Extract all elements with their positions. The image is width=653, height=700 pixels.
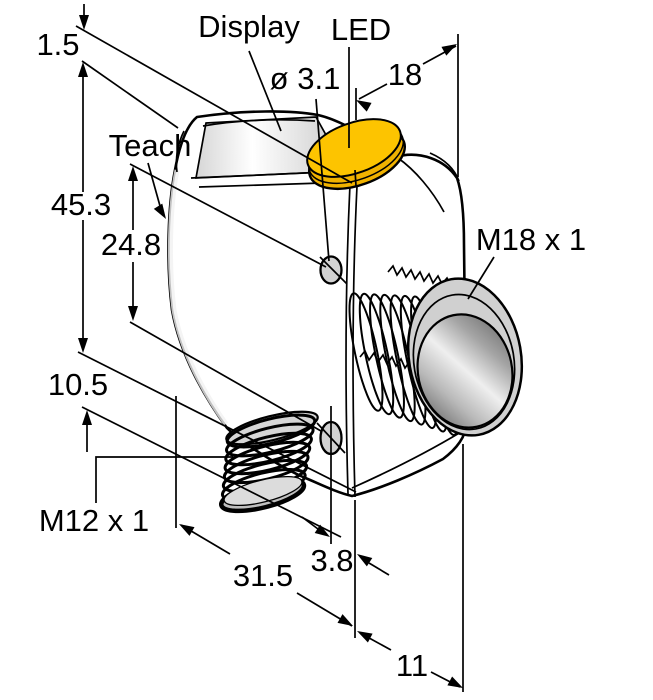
arrowhead bbox=[79, 15, 89, 30]
ext-line-housing-bottom bbox=[77, 351, 357, 493]
ext-line-18-left-b bbox=[354, 169, 357, 187]
ext-line-hole-lower bbox=[129, 321, 322, 432]
dim-31-5-label: 31.5 bbox=[233, 558, 293, 593]
arrowhead bbox=[337, 614, 353, 626]
arrowhead bbox=[153, 203, 166, 219]
arrowhead bbox=[447, 676, 463, 688]
corner-inner-arc bbox=[175, 130, 185, 173]
bottom-right-chamfer bbox=[351, 431, 462, 489]
dimension-lines bbox=[75, 4, 495, 692]
front-edge-chamfer bbox=[345, 183, 351, 495]
hole-diameter-label: ø 3.1 bbox=[270, 61, 341, 96]
ext-line-m12-tip bbox=[81, 406, 342, 538]
sensor-body bbox=[167, 110, 468, 498]
m18-thread-ring bbox=[348, 292, 384, 412]
shoulder-facet-line bbox=[397, 157, 445, 213]
top-face-back-rim bbox=[202, 119, 316, 127]
teach-label: Teach bbox=[109, 128, 192, 163]
arrowhead bbox=[356, 100, 372, 112]
dim-11-seg-left bbox=[359, 632, 392, 651]
body-left-highlight bbox=[167, 169, 229, 426]
m12-thread-ring bbox=[224, 431, 313, 467]
dim-3-8-tail-left bbox=[301, 516, 319, 530]
arrowhead bbox=[441, 44, 457, 56]
led-label: LED bbox=[331, 12, 391, 47]
dim-18-label: 18 bbox=[388, 57, 422, 92]
arrowhead bbox=[357, 554, 373, 567]
m18-rim-inner-ring bbox=[412, 293, 516, 431]
ext-line-hole-upper bbox=[129, 163, 327, 268]
dim-18-seg-left bbox=[358, 83, 388, 100]
dim-1-5-label: 1.5 bbox=[36, 27, 79, 62]
ext-line-led-top bbox=[75, 25, 353, 184]
m12-connector bbox=[219, 410, 319, 514]
arrowhead bbox=[78, 62, 88, 77]
m18-label: M18 x 1 bbox=[476, 222, 586, 257]
m12-label: M12 x 1 bbox=[39, 503, 149, 538]
m12-leader bbox=[95, 456, 233, 503]
display-label: Display bbox=[198, 9, 300, 44]
labels: 1.5 Display LED ø 3.1 18 Teach 45.3 24.8… bbox=[36, 9, 586, 683]
led-dome bbox=[306, 118, 407, 191]
dim-45-3-label: 45.3 bbox=[51, 187, 111, 222]
dim-3-8-label: 3.8 bbox=[310, 543, 353, 578]
shoulder-corner-arc bbox=[429, 152, 460, 182]
dim-24-8-label: 24.8 bbox=[101, 227, 161, 262]
led-top-ellipse bbox=[306, 118, 402, 178]
arrowhead bbox=[78, 338, 88, 353]
hole-upper-slash bbox=[319, 256, 348, 285]
m12-end-cap-inner bbox=[223, 475, 303, 507]
m12-thread-ring bbox=[225, 413, 317, 449]
dim-10-5-label: 10.5 bbox=[48, 367, 108, 402]
ext-line-housing-top bbox=[81, 60, 179, 129]
dim-11-label: 11 bbox=[396, 648, 428, 683]
m12-thread-ring bbox=[225, 422, 315, 458]
m18-lens-face bbox=[416, 313, 514, 429]
dim-31-5-seg-left bbox=[180, 524, 231, 555]
arrowhead bbox=[128, 306, 138, 321]
arrowhead bbox=[82, 410, 92, 425]
m18-thread-ring bbox=[358, 292, 395, 416]
arrowhead bbox=[128, 166, 138, 181]
m18-leader bbox=[467, 256, 495, 300]
hole-diameter-leader bbox=[315, 98, 330, 262]
m18-barrel bbox=[348, 264, 524, 437]
dim-3-8-tail-right bbox=[368, 562, 390, 576]
arrowhead bbox=[314, 524, 330, 537]
display-leader bbox=[248, 50, 282, 132]
teach-leader bbox=[147, 162, 161, 207]
